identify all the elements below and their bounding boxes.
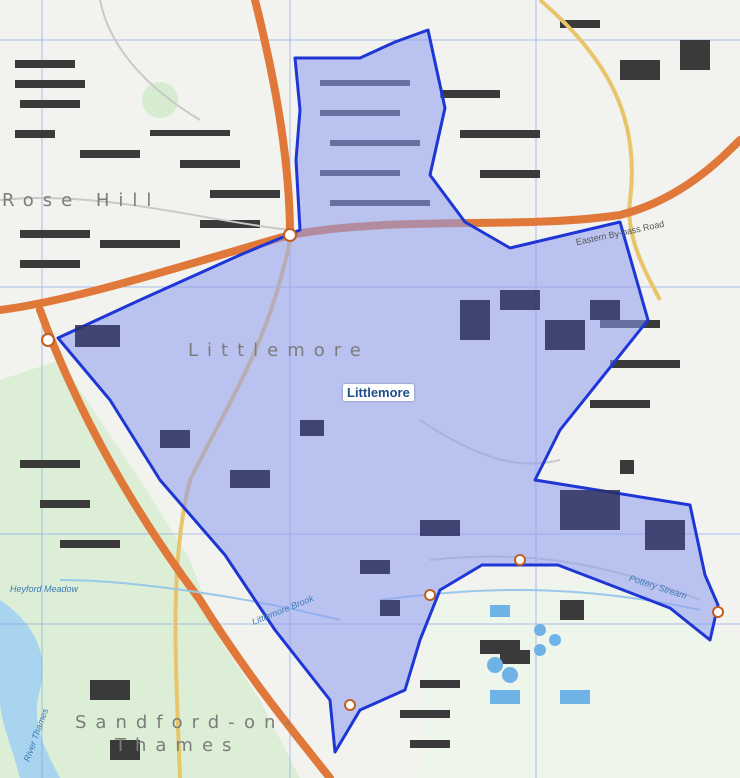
place-label-littlemore: Littlemore xyxy=(188,340,370,361)
place-label-rose-hill: Rose Hill xyxy=(2,190,161,211)
water-label-heyford-meadow: Heyford Meadow xyxy=(10,584,79,594)
place-label-sandford-line1: Sandford-on- xyxy=(75,712,300,733)
road-north xyxy=(251,0,294,239)
place-label-sandford-line2: Thames xyxy=(115,735,241,756)
highlighted-area-label[interactable]: Littlemore xyxy=(343,384,414,401)
road-north-east xyxy=(538,0,662,301)
green-fields-southeast xyxy=(420,580,740,778)
road-southwest xyxy=(36,306,334,778)
river-thames xyxy=(0,600,60,778)
